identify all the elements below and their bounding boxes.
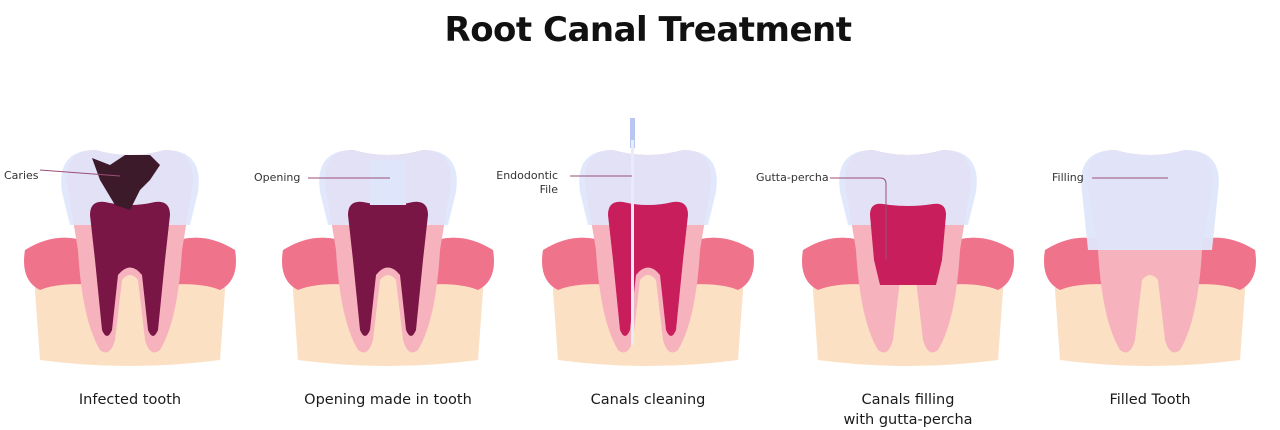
caption-line: Canals filling xyxy=(861,392,955,408)
caption-infected-tooth: Infected tooth xyxy=(0,390,260,410)
gum-left xyxy=(802,237,873,290)
caption-line: Infected tooth xyxy=(78,392,182,408)
gutta-percha-fill xyxy=(870,203,946,285)
step-canals-cleaning: Endodontic File Canals cleaning xyxy=(496,110,778,430)
filling-label: Filling xyxy=(1052,171,1084,184)
canals-filling-illustration xyxy=(802,150,1014,366)
gutta-percha-label: Gutta-percha xyxy=(756,171,829,184)
filled-tooth-illustration xyxy=(1044,150,1256,366)
gum-left xyxy=(542,237,613,290)
gum-right xyxy=(943,237,1014,290)
callout-line: Endodontic xyxy=(496,169,558,182)
infected-pulp xyxy=(90,201,170,336)
gum-left xyxy=(1044,237,1115,290)
caption-canals-cleaning: Canals cleaning xyxy=(518,390,778,410)
cleaned-pulp xyxy=(608,201,688,336)
callout-line: File xyxy=(539,183,558,196)
gum-right xyxy=(165,237,236,290)
endodontic-file-label: Endodontic File xyxy=(478,169,558,197)
tooth-crown-filling xyxy=(1081,150,1219,250)
caption-canals-filling: Canals filling with gutta-percha xyxy=(778,390,1038,430)
gum-right xyxy=(683,237,754,290)
infected-tooth-illustration xyxy=(24,150,236,366)
pulp xyxy=(348,201,428,336)
caption-line: with gutta-percha xyxy=(843,412,973,428)
gum-right xyxy=(423,237,494,290)
caption-line: Opening made in tooth xyxy=(304,392,472,408)
opening-illustration xyxy=(282,150,494,366)
gutta-percha-callout-line xyxy=(830,177,887,260)
caries-callout-line xyxy=(39,169,121,177)
gum-right xyxy=(1185,237,1256,290)
step-infected-tooth: Caries Infected tooth xyxy=(0,110,260,430)
file-handle xyxy=(630,118,635,148)
caption-filled-tooth: Filled Tooth xyxy=(1020,390,1280,410)
diagram-title: Root Canal Treatment xyxy=(444,10,852,50)
step-filled-tooth: Filling Filled Tooth xyxy=(1020,110,1280,430)
opening-label: Opening xyxy=(254,171,301,184)
caries-lesion xyxy=(92,155,160,210)
canals-cleaning-illustration xyxy=(542,118,754,366)
caries-label: Caries xyxy=(4,169,39,182)
step-opening: Opening Opening made in tooth xyxy=(254,110,518,430)
caption-line: Filled Tooth xyxy=(1109,392,1191,408)
gum-left xyxy=(24,237,95,290)
access-opening xyxy=(370,160,406,205)
caption-line: Canals cleaning xyxy=(590,392,706,408)
gum-left xyxy=(282,237,353,290)
caption-opening: Opening made in tooth xyxy=(258,390,518,410)
endodontic-file xyxy=(631,140,634,345)
step-canals-filling: Gutta-percha Canals filling with gutta-p… xyxy=(756,110,1038,430)
